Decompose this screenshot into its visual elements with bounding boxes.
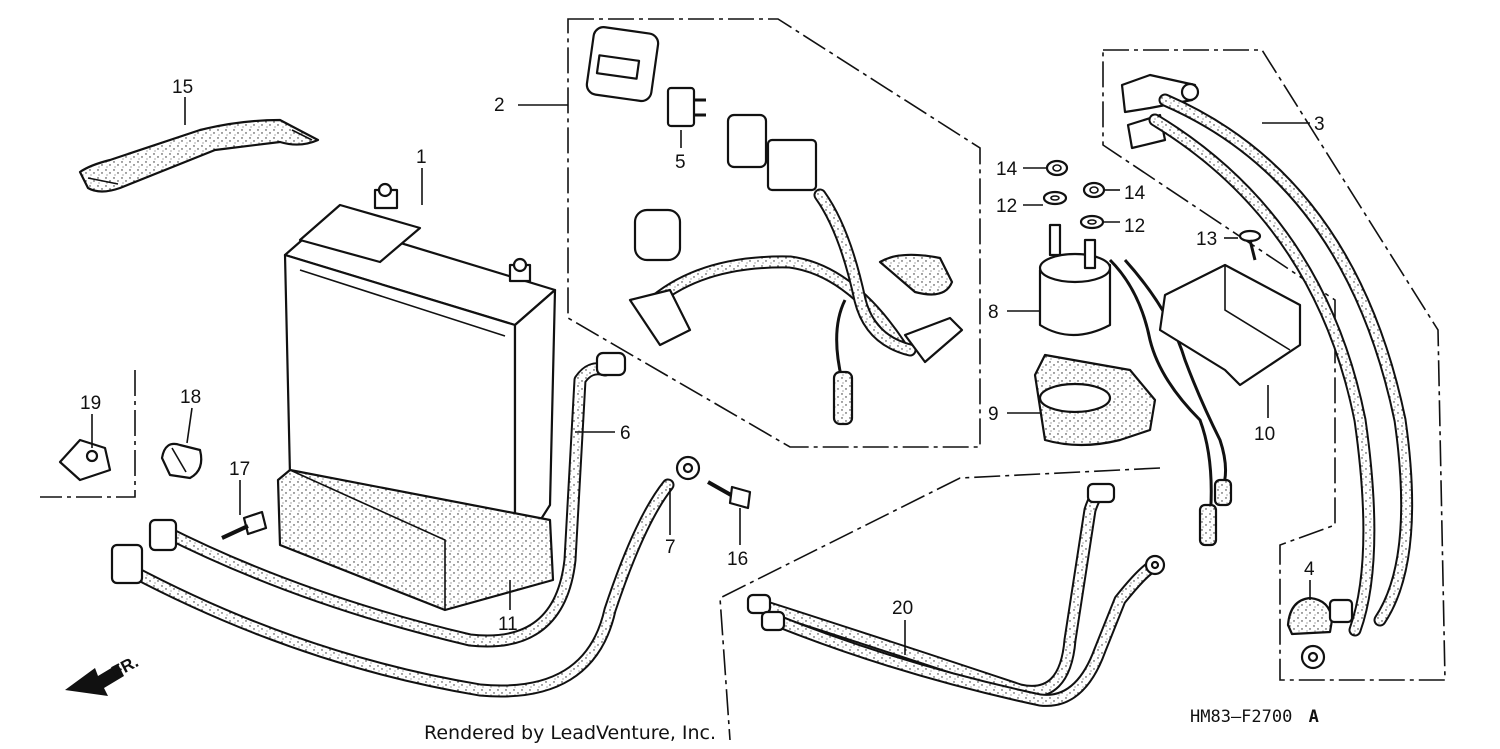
battery-cable-part-6	[155, 351, 627, 648]
callout-16: 16	[727, 549, 748, 570]
callout-12-upper: 12	[996, 196, 1017, 217]
callout-12-right: 12	[1124, 216, 1145, 237]
fuse-part-5	[666, 86, 706, 128]
callout-10: 10	[1254, 424, 1275, 445]
leader-lines	[91, 97, 1311, 655]
credit-text: Rendered by LeadVenture, Inc.	[424, 722, 716, 744]
cover-part-10	[1158, 263, 1302, 387]
terminal-cap-part-4	[1286, 596, 1354, 636]
nut-part-14-upper	[1045, 159, 1069, 177]
callout-18: 18	[180, 387, 201, 408]
cable-20-group-outline	[719, 467, 1161, 741]
clip-part-18	[160, 442, 203, 480]
washer-part-12-upper	[1042, 190, 1068, 206]
diagram-code: HM83—F2700 A	[1190, 707, 1319, 727]
callout-1: 1	[416, 147, 427, 168]
accessory-group-outline	[40, 370, 136, 498]
callout-14-upper: 14	[996, 159, 1018, 180]
callout-9: 9	[988, 404, 999, 425]
callout-labels: 1 2 3 4 5 6 7 8 9 10 11 12 12 13 14 14 1…	[80, 77, 1325, 635]
callout-14-right: 14	[1124, 183, 1146, 204]
battery-strap-part-15	[78, 118, 320, 193]
callout-19: 19	[80, 393, 101, 414]
callout-3: 3	[1314, 114, 1325, 135]
screw-part-13	[1238, 229, 1262, 261]
callout-20: 20	[892, 598, 913, 619]
callout-6: 6	[620, 423, 631, 444]
callout-15: 15	[172, 77, 193, 98]
callout-7: 7	[665, 537, 676, 558]
bolt-part-17	[221, 510, 268, 540]
callout-11: 11	[498, 614, 518, 635]
callout-5: 5	[675, 152, 686, 173]
callout-2: 2	[494, 95, 505, 116]
front-direction-marker: FR.	[65, 652, 142, 696]
battery-pad-part-11	[276, 468, 555, 612]
starter-relay-part-8	[1038, 223, 1233, 547]
relay-holder-part-9	[1033, 353, 1157, 447]
diagram-code-suffix: A	[1309, 707, 1319, 727]
positive-cable-group-outline	[1102, 49, 1446, 681]
harness-group-outline	[567, 18, 981, 448]
battery-cable-part-3	[1120, 73, 1414, 670]
diagram-code-main: HM83—F2700	[1190, 707, 1292, 727]
cable-part-20	[746, 482, 1166, 707]
clip-part-19	[58, 438, 112, 482]
nut-part-14-right	[1082, 181, 1106, 199]
callout-17: 17	[229, 459, 250, 480]
bolt-part-16	[707, 480, 752, 510]
wire-harness-part-2	[585, 26, 964, 426]
front-arrow-icon	[65, 664, 124, 696]
battery-cable-part-7	[110, 455, 701, 698]
callout-13: 13	[1196, 229, 1217, 250]
washer-part-12-right	[1079, 214, 1105, 230]
callout-8: 8	[988, 302, 999, 323]
callout-4: 4	[1304, 559, 1315, 580]
